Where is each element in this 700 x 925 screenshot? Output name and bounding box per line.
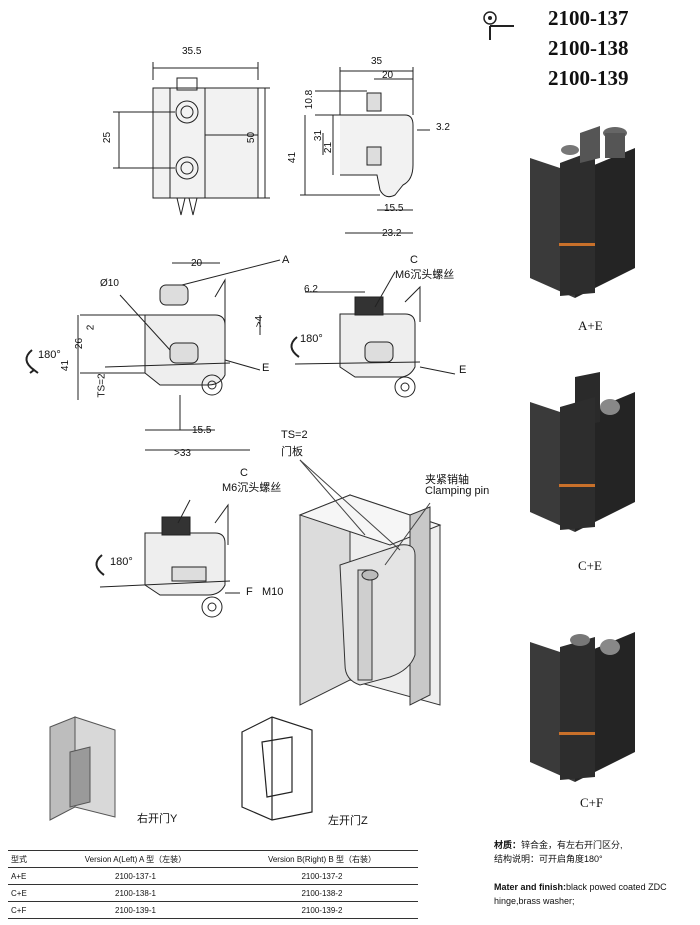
dim-gt33: >33 xyxy=(174,448,191,459)
table-row: C+F 2100-139-1 2100-139-2 xyxy=(8,901,418,919)
finish-text: black powed coated ZDC hinge,brass washe… xyxy=(494,882,667,906)
dim-41-a: 41 xyxy=(60,359,72,372)
dim-21: 21 xyxy=(323,141,335,154)
table-row: C+E 2100-138-1 2100-138-2 xyxy=(8,884,418,902)
cell-version-a: 2100-138-1 xyxy=(45,884,226,902)
material-note: 材质：锌合金，有左右开门区分, xyxy=(494,838,694,851)
screw-label-2: M6沉头螺丝 xyxy=(222,482,282,494)
iso-pin-en: Clamping pin xyxy=(425,485,490,497)
product-c-f-render xyxy=(530,632,635,782)
dim-width-35-5: 35.5 xyxy=(182,46,202,57)
projection-symbol xyxy=(483,11,514,40)
left-door-caption: 左开门Z xyxy=(328,815,368,827)
dim-gt4: >4 xyxy=(254,315,266,328)
screw-label-1: M6沉头螺丝 xyxy=(395,269,455,281)
label-e-a: E xyxy=(262,362,270,374)
dim-3-2: 3.2 xyxy=(436,122,450,133)
dim-10-8: 10.8 xyxy=(304,89,316,110)
cell-type: C+F xyxy=(8,901,46,919)
left-door-sketch xyxy=(241,716,313,821)
caption-c-e: C+E xyxy=(578,558,602,573)
dim-20: 20 xyxy=(382,70,394,81)
dim-23-2: 23.2 xyxy=(382,228,402,239)
dim-ts2: TS=2 xyxy=(96,373,108,398)
dim-height-50: 50 xyxy=(246,131,258,144)
dim-31: 31 xyxy=(313,129,325,142)
dim-6-2: 6.2 xyxy=(304,284,318,295)
caption-c-f: C+F xyxy=(580,795,604,810)
cell-version-b: 2100-137-2 xyxy=(225,867,418,885)
dim-20-a: 20 xyxy=(191,258,203,269)
label-a: A xyxy=(282,254,290,266)
title-138: 2100-138 xyxy=(548,36,629,60)
right-door-sketch xyxy=(49,716,116,821)
section-c-f-drawing xyxy=(95,499,240,618)
dim-15-5-a: 15.5 xyxy=(192,425,212,436)
structure-note: 结构说明：可开启角度180° xyxy=(494,854,603,864)
front-view-drawing xyxy=(113,62,270,216)
material-label: 材质： xyxy=(494,840,522,850)
title-137: 2100-137 xyxy=(548,6,629,30)
label-c-1: C xyxy=(410,254,418,266)
angle-180-c: 180° xyxy=(300,333,323,345)
label-m10: M10 xyxy=(262,586,284,598)
cell-type: A+E xyxy=(8,867,46,885)
cell-version-b: 2100-139-2 xyxy=(225,901,418,919)
iso-pin-cn: 夹紧销轴 xyxy=(425,474,469,486)
finish-label: Mater and finish: xyxy=(494,882,567,892)
dim-35: 35 xyxy=(371,56,383,67)
cell-version-a: 2100-139-1 xyxy=(45,901,226,919)
cell-version-a: 2100-137-1 xyxy=(45,867,226,885)
section-a-e-drawing xyxy=(25,259,281,451)
iso-door-label: 门板 xyxy=(281,446,303,458)
dim-pitch-25: 25 xyxy=(102,131,114,144)
section-c-e-drawing xyxy=(290,271,456,398)
dim-2: 2 xyxy=(85,324,97,331)
header-version-a: Version A(Left) A 型（左装） xyxy=(45,850,226,868)
dim-26: 26 xyxy=(74,337,86,350)
product-a-e-render xyxy=(530,126,635,298)
iso-ts-label: TS=2 xyxy=(281,429,308,441)
table-row: A+E 2100-137-1 2100-137-2 xyxy=(8,867,418,885)
angle-180-f: 180° xyxy=(110,556,133,568)
dim-15-5: 15.5 xyxy=(384,203,404,214)
angle-180-a: 180° xyxy=(38,349,61,361)
dim-d10: Ø10 xyxy=(100,278,119,289)
header-type: 型式 xyxy=(8,850,46,868)
table-header-row: 型式 Version A(Left) A 型（左装） Version B(Rig… xyxy=(8,850,418,868)
product-c-e-render xyxy=(530,372,635,532)
label-c-2: C xyxy=(240,467,248,479)
right-door-caption: 右开门Y xyxy=(137,813,178,825)
dim-41: 41 xyxy=(287,151,299,164)
label-f: F xyxy=(246,586,253,598)
cell-version-b: 2100-138-2 xyxy=(225,884,418,902)
title-139: 2100-139 xyxy=(548,66,629,90)
cell-type: C+E xyxy=(8,884,46,902)
isometric-assembly xyxy=(298,459,442,706)
finish-note: Mater and finish:black powed coated ZDC … xyxy=(494,880,690,908)
side-view-drawing xyxy=(300,67,430,234)
label-e-c: E xyxy=(459,364,467,376)
caption-a-e: A+E xyxy=(578,318,603,333)
material-text: 锌合金，有左右开门区分, xyxy=(521,840,623,850)
header-version-b: Version B(Right) B 型（右装） xyxy=(225,850,418,868)
spec-table: 型式 Version A(Left) A 型（左装） Version B(Rig… xyxy=(8,850,418,919)
